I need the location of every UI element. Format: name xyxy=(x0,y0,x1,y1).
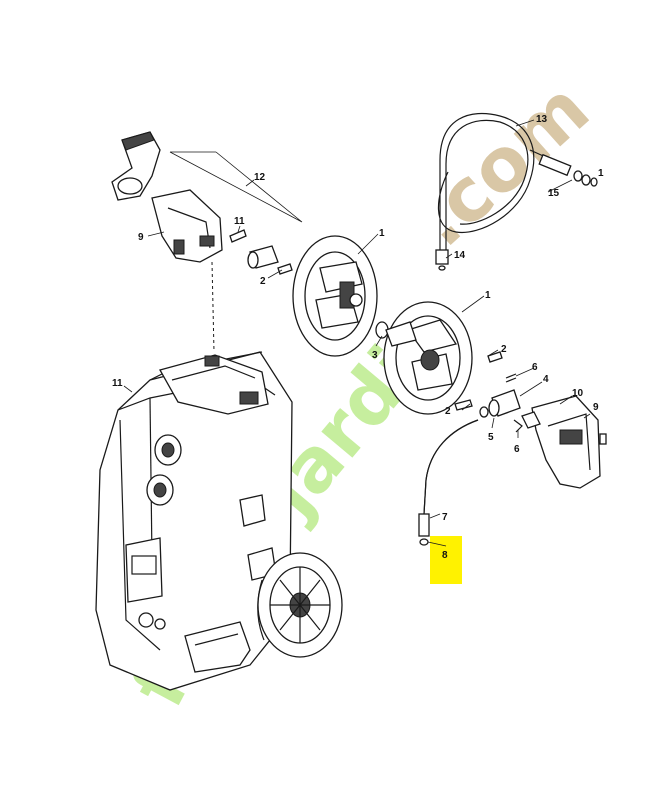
callout-6-upper: 6 xyxy=(532,362,538,373)
hose-reel-drum-right xyxy=(383,301,503,415)
swivel-connector xyxy=(479,373,523,433)
callout-4: 4 xyxy=(543,374,549,385)
callout-1-edge: 1 xyxy=(598,168,604,179)
callout-14: 14 xyxy=(454,250,466,261)
callout-1-lower: 1 xyxy=(485,290,491,301)
callout-13: 13 xyxy=(536,114,548,125)
watermark-text-dotcom: .com xyxy=(399,66,605,264)
handle-assembly xyxy=(111,131,303,353)
short-hose xyxy=(418,419,479,546)
callout-2-right-upper: 2 xyxy=(501,344,507,355)
callout-2-right-lower: 2 xyxy=(445,406,451,417)
callout-11-lower: 11 xyxy=(112,378,123,389)
callout-6-lower: 6 xyxy=(514,444,520,455)
callout-12: 12 xyxy=(254,172,266,183)
washer-body xyxy=(95,351,343,691)
callout-8: 8 xyxy=(442,550,448,561)
callout-15: 15 xyxy=(548,188,560,199)
long-hose-coil xyxy=(435,112,598,271)
callout-11-upper: 11 xyxy=(234,216,245,227)
callout-7: 7 xyxy=(442,512,448,523)
callout-labels: 1 1 2 2 2 3 4 5 6 6 7 8 9 9 10 11 11 12 … xyxy=(112,114,604,561)
leader-lines xyxy=(123,119,591,547)
callout-9-right: 9 xyxy=(593,402,599,413)
callout-2-left: 2 xyxy=(260,276,266,287)
callout-10: 10 xyxy=(572,388,584,399)
callout-5: 5 xyxy=(488,432,494,443)
reel-bracket-right xyxy=(521,395,607,489)
callout-9-left: 9 xyxy=(138,232,144,243)
callout-3: 3 xyxy=(372,350,378,361)
hose-reel-drum-left xyxy=(292,235,389,357)
callout-1-upper: 1 xyxy=(379,228,385,239)
